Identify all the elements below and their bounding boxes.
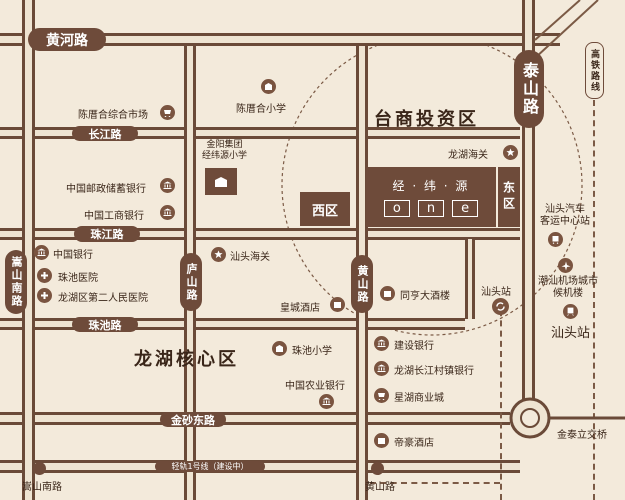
poi-postal-bank: 中国邮政储蓄银行	[66, 184, 146, 195]
bus-icon	[548, 232, 563, 247]
rail-bottom	[370, 482, 500, 484]
poi-shantou-station: 汕头站	[481, 287, 511, 298]
bank-icon	[160, 205, 175, 220]
poi-jintai-interchange: 金泰立交桥	[557, 430, 607, 441]
star-icon	[211, 247, 226, 262]
market-icon	[374, 388, 389, 403]
road-label-jinsha-east: 金砂东路	[160, 412, 226, 427]
star-icon	[503, 145, 518, 160]
poi-huangcheng-hotel: 皇城酒店	[280, 303, 320, 314]
hotel-icon	[374, 433, 389, 448]
bank-icon	[374, 361, 389, 376]
road-label-zhuchi: 珠池路	[72, 317, 138, 332]
bank-icon	[374, 336, 389, 351]
station-icon	[492, 298, 509, 315]
road-label-songshan: 嵩山南路	[5, 250, 27, 314]
poi-agri-bank: 中国农业银行	[285, 381, 345, 392]
road-huanghe	[0, 33, 560, 46]
jinyang-school-icon	[205, 168, 237, 195]
airplane-icon	[558, 258, 573, 273]
poi-icbc: 中国工商银行	[84, 211, 144, 222]
rail-right	[593, 100, 595, 500]
school-icon	[272, 341, 287, 356]
poi-longhu-customs: 龙湖海关	[448, 150, 488, 161]
poi-dihao-hotel: 帝豪酒店	[394, 438, 434, 449]
poi-xinghu-mall: 星湖商业城	[394, 393, 444, 404]
logo-letter-o: o	[383, 200, 410, 217]
poi-chenmei-market: 陈厝合综合市场	[78, 110, 148, 121]
poi-construction-bank: 建设银行	[394, 341, 434, 352]
poi-bus-station: 汕头汽车 客运中心站	[540, 204, 590, 227]
west-district-badge: 西区	[300, 192, 350, 226]
road-jinsha-east	[0, 412, 510, 425]
poi-shantou-customs: 汕头海关	[230, 252, 270, 263]
poi-shantou-station-right: 汕头站	[551, 326, 591, 341]
poi-tongheng-hotel: 同亨大酒楼	[400, 291, 450, 302]
road-label-hsr: 高铁路线	[585, 42, 604, 99]
road-label-huanghe: 黄河路	[28, 28, 106, 51]
poi-boc: 中国银行	[53, 250, 93, 261]
road-label-taishan: 泰山路	[514, 50, 544, 128]
poi-airport: 潮汕机场城市 候机楼	[538, 276, 598, 299]
hospital-icon	[37, 288, 52, 303]
huangshan-bottom-dot	[371, 462, 384, 475]
road-label-zhujiang: 珠江路	[74, 226, 140, 242]
east-district-badge: 东区	[498, 167, 520, 227]
poi-longhu-hospital: 龙湖区第二人民医院	[58, 293, 148, 304]
poi-changcun-bank: 龙湖长江村镇银行	[394, 366, 474, 377]
road-label-huangshan: 黄山路	[351, 255, 373, 313]
road-zhuchi-short	[465, 239, 475, 319]
hotel-icon	[330, 297, 345, 312]
huangshan-bottom-label: 黄山路	[365, 482, 395, 493]
school-icon	[261, 79, 276, 94]
road-songshan	[22, 0, 35, 500]
project-logo: o n e	[383, 200, 479, 217]
songshan-bottom-label: 嵩山南路	[22, 482, 62, 493]
logo-letter-n: n	[417, 200, 445, 217]
poi-zhuchi-hospital: 珠池医院	[58, 273, 98, 284]
poi-jinyang-school: 金阳集团 经纬源小学	[202, 140, 248, 161]
bank-icon	[34, 245, 49, 260]
logo-letter-e: e	[452, 200, 479, 217]
poi-zhuchi-school: 珠池小学	[292, 346, 332, 357]
zone-taishang: 台商投资区	[374, 109, 479, 130]
east-district-label: 东区	[501, 181, 516, 213]
project-block: 经 · 纬 · 源 o n e	[366, 167, 496, 227]
road-label-lushan: 庐山路	[180, 253, 202, 311]
rail-left	[500, 300, 502, 500]
road-label-lightrail: 轻轨1号线（建设中）	[155, 461, 265, 472]
bank-icon	[319, 394, 334, 409]
hotel-icon	[380, 286, 395, 301]
road-label-changjiang: 长江路	[72, 126, 138, 141]
train-icon	[563, 304, 578, 319]
songshan-bottom-dot	[33, 462, 46, 475]
poi-chenmei-school: 陈厝合小学	[236, 104, 286, 115]
zone-longhu-core: 龙湖核心区	[134, 349, 239, 370]
project-name: 经 · 纬 · 源	[392, 179, 470, 193]
hospital-icon	[37, 268, 52, 283]
bank-icon	[160, 178, 175, 193]
market-icon	[160, 105, 175, 120]
